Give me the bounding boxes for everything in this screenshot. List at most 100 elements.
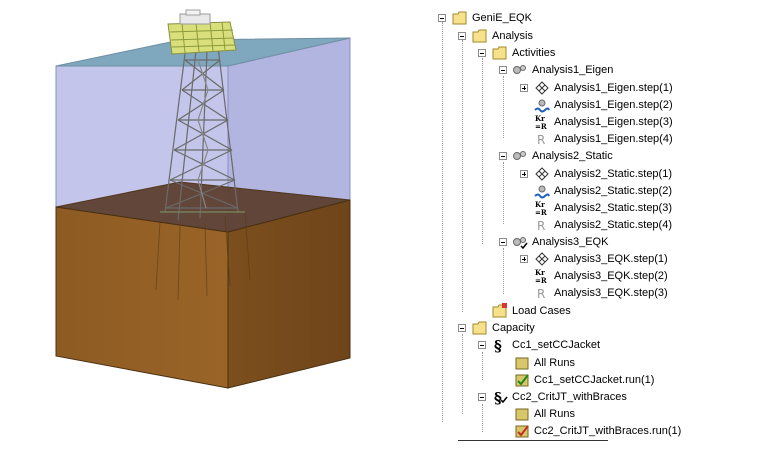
tree-node-label: Analysis3_EQK.step(1) — [554, 253, 668, 265]
gears-icon — [513, 237, 528, 250]
expand-toggle[interactable] — [520, 255, 528, 263]
tree-node-step[interactable]: Analysis3_EQK.step(1) — [534, 251, 669, 267]
collapse-toggle[interactable] — [458, 32, 466, 40]
gears-icon — [513, 65, 526, 74]
tree-node-analysis2[interactable]: Analysis2_Static — [512, 148, 614, 164]
gears-icon — [513, 151, 526, 160]
collapse-toggle[interactable] — [478, 393, 486, 401]
tree-node-run[interactable]: Cc2_CritJT_withBraces.run(1) — [514, 423, 682, 439]
tree-node-label: Analysis1_Eigen.step(4) — [554, 133, 673, 145]
folder-icon — [515, 408, 529, 421]
jacket-structure — [160, 27, 245, 221]
tree-node-step[interactable]: Kr=R Analysis2_Static.step(3) — [534, 200, 673, 216]
svg-text:=R: =R — [535, 208, 547, 216]
tree-node-cc1[interactable]: § Cc1_setCCJacket — [492, 337, 601, 353]
tree-node-step[interactable]: Analysis2_Static.step(1) — [534, 166, 673, 182]
svg-text:R: R — [537, 133, 545, 147]
tree-node-step[interactable]: Analysis1_Eigen.step(1) — [534, 80, 674, 96]
tree-node-analysis1[interactable]: Analysis1_Eigen — [512, 62, 614, 78]
results-r-icon: R — [537, 287, 545, 301]
run-checkmark-icon — [515, 374, 529, 387]
tree-node-label: Analysis3_EQK.step(3) — [554, 287, 668, 299]
tree-node-label: Analysis1_Eigen.step(2) — [554, 99, 673, 111]
model-tree[interactable]: GeniE_EQK Analysis Activities Analysis1_… — [430, 0, 780, 454]
collapse-toggle[interactable] — [499, 66, 507, 74]
collapse-toggle[interactable] — [478, 341, 486, 349]
tree-node-run[interactable]: Cc1_setCCJacket.run(1) — [514, 372, 655, 388]
svg-text:Kr: Kr — [535, 268, 545, 277]
collapse-toggle[interactable] — [438, 14, 446, 22]
tree-node-label: All Runs — [534, 357, 575, 369]
tree-node-label: Analysis2_Static.step(4) — [554, 219, 672, 231]
folder-icon — [492, 46, 507, 60]
capacity-model-icon: § — [494, 337, 502, 353]
svg-text:R: R — [537, 287, 545, 301]
topside-deck — [167, 9, 237, 55]
tree-node-all-runs[interactable]: All Runs — [514, 406, 576, 422]
wave-load-step-icon — [534, 99, 550, 113]
jacket-model-render — [55, 9, 351, 389]
expand-toggle[interactable] — [520, 170, 528, 178]
soil-volume — [55, 181, 351, 389]
tree-node-label: Analysis2_Static.step(3) — [554, 202, 672, 214]
tree-node-step[interactable]: Kr=R Analysis3_EQK.step(2) — [534, 268, 669, 284]
svg-text:§: § — [494, 389, 502, 405]
tree-node-step[interactable]: Kr=R Analysis1_Eigen.step(3) — [534, 114, 674, 130]
svg-text:=R: =R — [535, 276, 547, 284]
tree-node-all-runs[interactable]: All Runs — [514, 355, 576, 371]
tree-node-capacity[interactable]: Capacity — [472, 320, 536, 336]
tree-node-label: Analysis1_Eigen — [532, 64, 614, 76]
tree-node-label: Analysis3_EQK.step(2) — [554, 270, 668, 282]
expand-toggle[interactable] — [520, 84, 528, 92]
tree-node-label: Analysis1_Eigen.step(3) — [554, 116, 673, 128]
tree-node-label: Analysis1_Eigen.step(1) — [554, 82, 673, 94]
svg-text:=R: =R — [535, 122, 547, 130]
stiffness-equation-icon: Kr=R — [535, 114, 547, 130]
model-viewport[interactable] — [0, 0, 430, 454]
folder-icon — [515, 357, 529, 370]
tree-node-label: Analysis3_EQK — [532, 236, 609, 248]
tree-node-activities[interactable]: Activities — [492, 45, 556, 61]
tree-node-label: Cc2_CritJT_withBraces.run(1) — [534, 425, 682, 437]
tree-node-analysis3[interactable]: Analysis3_EQK — [512, 234, 609, 250]
mesh-step-icon — [535, 81, 549, 95]
collapse-toggle[interactable] — [499, 238, 507, 246]
svg-text:§: § — [494, 337, 502, 353]
folder-icon — [492, 303, 507, 318]
mesh-step-icon — [535, 167, 549, 181]
tree-node-label: Analysis2_Static.step(1) — [554, 168, 672, 180]
run-failed-icon — [515, 425, 529, 438]
results-r-icon: R — [537, 219, 545, 233]
tree-node-analysis[interactable]: Analysis — [472, 28, 534, 44]
tree-node-load-cases[interactable]: Load Cases — [492, 303, 572, 319]
tree-node-cc2[interactable]: § Cc2_CritJT_withBraces — [492, 389, 628, 405]
svg-text:Kr: Kr — [535, 200, 545, 209]
tree-node-label: Load Cases — [512, 305, 571, 317]
folder-icon — [452, 11, 467, 25]
tree-node-label: Cc2_CritJT_withBraces — [512, 391, 627, 403]
results-r-icon: R — [537, 133, 545, 147]
tree-node-label: Capacity — [492, 322, 535, 334]
svg-text:R: R — [537, 219, 545, 233]
tree-node-label: All Runs — [534, 408, 575, 420]
tree-node-step[interactable]: R Analysis2_Static.step(4) — [534, 217, 673, 233]
tree-node-label: Analysis — [492, 30, 533, 42]
folder-icon — [472, 321, 487, 335]
tree-node-step[interactable]: Analysis2_Static.step(2) — [534, 183, 673, 199]
stiffness-equation-icon: Kr=R — [535, 268, 547, 284]
tree-node-step[interactable]: R Analysis1_Eigen.step(4) — [534, 131, 674, 147]
capacity-model-icon: § — [494, 389, 508, 405]
tree-node-label: Activities — [512, 47, 556, 59]
tree-node-label: Analysis2_Static.step(2) — [554, 185, 672, 197]
collapse-toggle[interactable] — [458, 324, 466, 332]
wave-load-step-icon — [534, 185, 550, 199]
tree-node-step[interactable]: Analysis1_Eigen.step(2) — [534, 97, 674, 113]
mesh-step-icon — [535, 252, 549, 266]
tree-node-step[interactable]: R Analysis3_EQK.step(3) — [534, 285, 669, 301]
tree-node-label: Cc1_setCCJacket — [512, 339, 601, 351]
tree-node-label: Analysis2_Static — [532, 150, 613, 162]
folder-icon — [472, 29, 487, 43]
tree-node-root[interactable]: GeniE_EQK — [452, 10, 533, 26]
collapse-toggle[interactable] — [499, 152, 507, 160]
collapse-toggle[interactable] — [478, 49, 486, 57]
